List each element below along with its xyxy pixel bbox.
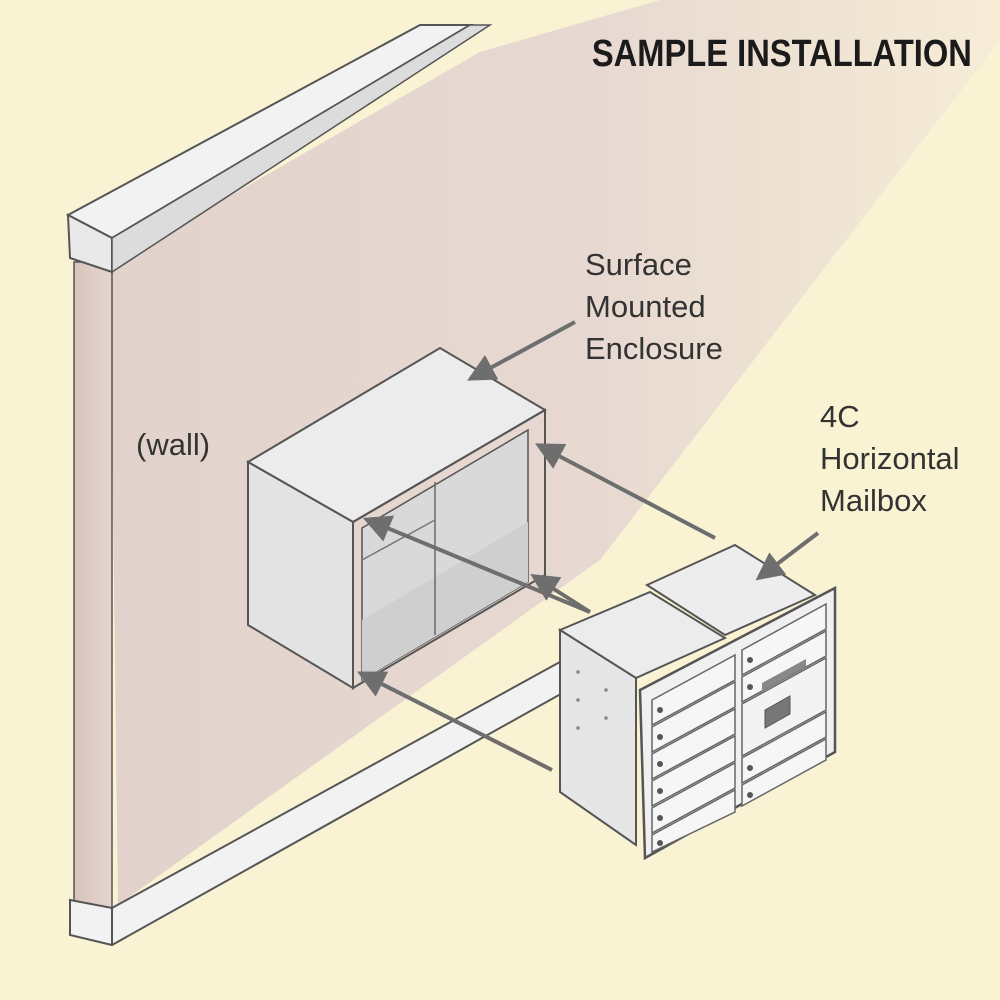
mailbox-label-line: 4C	[820, 399, 860, 434]
lock-dot	[657, 788, 663, 794]
mailbox-locks	[657, 657, 753, 846]
master-lock-plate	[764, 695, 791, 729]
mailbox-door	[651, 761, 736, 835]
lock-dot	[657, 840, 663, 846]
mailbox-door	[651, 788, 736, 854]
mailbox-door	[651, 707, 736, 781]
wall-top-cap-underside	[111, 24, 493, 274]
enclosure-inner-shelf	[361, 519, 436, 561]
mailbox-door	[651, 680, 736, 754]
rivet	[576, 698, 580, 702]
lock-dot	[747, 792, 753, 798]
lock-dot	[747, 657, 753, 663]
lock-dot	[657, 707, 663, 713]
side-rivets	[576, 670, 608, 730]
lock-dot	[657, 734, 663, 740]
mailbox-door	[741, 737, 827, 808]
mailbox-door	[741, 710, 827, 785]
mailbox-top-right	[644, 543, 818, 637]
mailbox-door	[741, 602, 827, 677]
install-arrow-bottom-right	[530, 573, 592, 614]
leader-arrows	[467, 320, 820, 581]
rivet	[604, 688, 608, 692]
lock-dot	[747, 765, 753, 771]
mailbox-left-doors	[651, 653, 736, 854]
mailbox-door	[651, 734, 736, 808]
mailbox-door	[651, 653, 736, 727]
install-arrow-bottom-left	[357, 671, 553, 772]
rivet	[604, 716, 608, 720]
install-arrow-top-right	[535, 443, 716, 540]
surface-mounted-enclosure	[246, 346, 547, 690]
diagram-title: SAMPLE INSTALLATION	[591, 33, 972, 75]
outgoing-mail-slot	[762, 659, 806, 691]
lock-dot	[657, 815, 663, 821]
enclosure-label-arrow	[467, 320, 576, 381]
mailbox-label-line: Mailbox	[820, 483, 927, 518]
mailbox-label-arrow	[755, 531, 820, 581]
wall-side	[73, 261, 113, 921]
enclosure-label-line: Surface	[585, 247, 692, 282]
wall-label: (wall)	[136, 427, 211, 462]
mailbox-label: 4C Horizontal Mailbox	[820, 396, 960, 522]
enclosure-label: Surface Mounted Enclosure	[585, 244, 723, 370]
enclosure-label-line: Mounted	[585, 289, 706, 324]
enclosure-label-line: Enclosure	[585, 331, 723, 366]
mailbox-label-line: Horizontal	[820, 441, 960, 476]
lock-dot	[747, 684, 753, 690]
enclosure-interior-floor	[362, 522, 528, 680]
rivet	[576, 670, 580, 674]
horizontal-mailbox	[557, 543, 837, 861]
rivet	[576, 726, 580, 730]
lock-dot	[657, 761, 663, 767]
installation-arrows	[357, 443, 716, 772]
mailbox-side	[559, 628, 637, 847]
